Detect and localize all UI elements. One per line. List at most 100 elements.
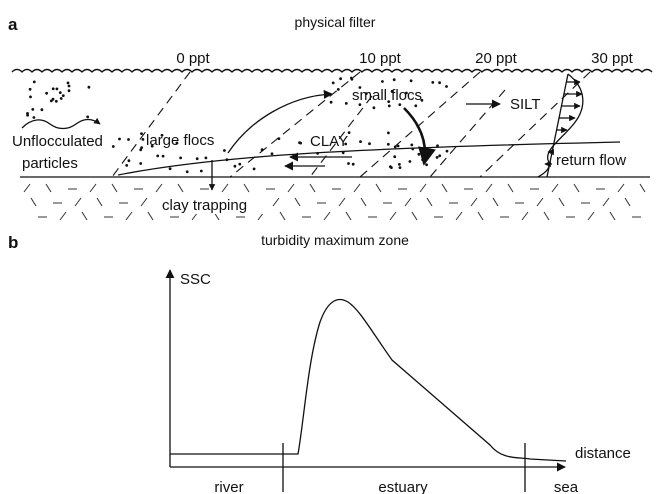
particle-dot <box>32 80 36 84</box>
particle-dot <box>396 144 400 148</box>
sediment-hatching <box>23 183 646 221</box>
particle-dot <box>59 97 63 100</box>
particle-dot <box>199 169 203 173</box>
sediment-mark <box>543 211 550 221</box>
sediment-mark <box>536 197 544 207</box>
sediment-mark <box>221 183 229 193</box>
particle-dot <box>405 91 408 95</box>
water-surface <box>11 68 653 73</box>
sediment-mark <box>617 183 625 193</box>
particle-dot <box>168 167 172 171</box>
particle-dot <box>26 113 29 117</box>
sediment-mark <box>111 183 118 193</box>
sediment-mark <box>140 197 148 207</box>
large-flocs-arrow <box>227 89 333 154</box>
particle-dot <box>347 162 350 165</box>
isohaline-20ppt-a <box>359 71 481 178</box>
particle-dot <box>58 91 62 94</box>
sediment-mark <box>279 211 286 221</box>
salinity-label-0ppt: 0 ppt <box>176 50 210 67</box>
sediment-mark <box>287 183 295 193</box>
particle-dot <box>67 84 71 88</box>
particle-dot <box>331 81 335 85</box>
particle-dot <box>445 149 449 153</box>
salinity-label-30ppt: 30 ppt <box>591 50 634 67</box>
particle-dot <box>139 162 143 165</box>
particle-dot <box>364 92 368 95</box>
clay-boundary-line <box>117 141 621 176</box>
particle-dot <box>387 104 391 108</box>
panel-a-title: physical filter <box>295 14 376 30</box>
sediment-mark <box>419 183 427 193</box>
particle-dot <box>195 157 199 161</box>
sediment-mark <box>507 183 514 193</box>
sediment-mark <box>485 183 493 193</box>
salinity-label-20ppt: 20 ppt <box>475 50 518 67</box>
sediment-mark <box>639 183 646 193</box>
sediment-mark <box>243 183 250 193</box>
particle-dot <box>393 155 397 159</box>
particle-dot <box>435 156 439 159</box>
particle-dot <box>28 87 32 91</box>
particle-dot <box>66 81 70 85</box>
particle-dot <box>398 166 402 170</box>
sediment-mark <box>155 183 163 193</box>
panel-a: a physical filter 0 ppt 10 ppt 20 ppt 30… <box>8 14 653 221</box>
particle-dot <box>408 160 412 163</box>
particle-dot <box>425 163 428 167</box>
sediment-mark <box>441 183 448 193</box>
y-axis-label: SSC <box>180 271 211 288</box>
zone-label-estuary: estuary <box>378 479 428 494</box>
zone-label-sea: sea <box>554 479 579 494</box>
sediment-mark <box>272 197 280 207</box>
isohaline-30ppt <box>479 71 591 178</box>
particle-dot <box>336 88 340 91</box>
particle-dot <box>55 87 59 91</box>
sediment-mark <box>45 183 52 193</box>
particle-dot <box>392 78 396 82</box>
particle-dot <box>204 156 208 160</box>
sediment-mark <box>147 211 154 221</box>
unflocculated-label-2: particles <box>22 155 78 172</box>
sediment-mark <box>426 197 433 207</box>
return-flow-label: return flow <box>556 152 626 169</box>
particle-dot <box>398 163 401 166</box>
sediment-mark <box>573 183 580 193</box>
clay-label: CLAY <box>310 133 348 150</box>
particle-dot <box>87 85 91 89</box>
particle-dot <box>252 167 256 171</box>
sediment-mark <box>338 197 346 207</box>
particle-dot <box>238 162 242 166</box>
sediment-mark <box>587 211 595 221</box>
particle-dot <box>409 79 413 83</box>
sediment-mark <box>353 183 361 193</box>
sediment-mark <box>521 211 529 221</box>
particle-dot <box>339 77 342 81</box>
sediment-mark <box>360 197 367 207</box>
particle-dot <box>260 148 264 152</box>
settling-arrow <box>403 107 436 166</box>
particle-dot <box>299 141 302 145</box>
particle-dot <box>393 145 397 149</box>
particle-dot <box>270 152 274 156</box>
particle-dot <box>381 80 384 83</box>
particle-dot <box>233 164 237 168</box>
panel-b-letter: b <box>8 233 18 252</box>
particle-dot <box>31 108 35 111</box>
particle-dot <box>359 140 362 144</box>
sediment-mark <box>74 197 82 207</box>
unflocculated-flow-arrow <box>21 117 101 130</box>
x-axis-label: distance <box>575 445 631 462</box>
particle-dot <box>436 144 439 148</box>
isohaline-10ppt-b <box>309 95 373 178</box>
particle-dot <box>150 144 154 148</box>
salinity-label-10ppt: 10 ppt <box>359 50 402 67</box>
sediment-mark <box>624 197 631 207</box>
isohaline-20ppt-b <box>429 89 506 178</box>
particle-dot <box>127 159 131 163</box>
particle-dot <box>185 170 189 174</box>
velocity-profile-axis <box>546 73 569 178</box>
particle-dot <box>29 95 32 99</box>
particle-dot <box>45 91 48 95</box>
particle-dot <box>156 154 160 158</box>
